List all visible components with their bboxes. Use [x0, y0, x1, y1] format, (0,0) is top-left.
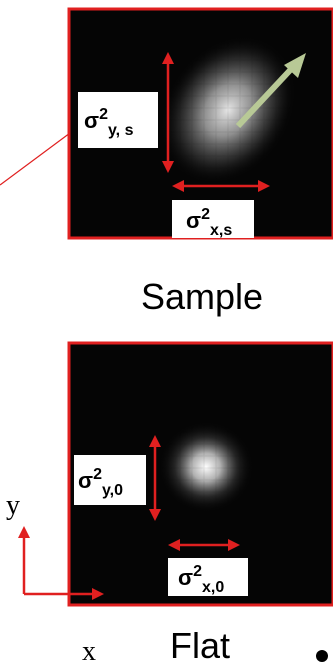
sigma-x-label-box: [172, 200, 254, 238]
connector-line: [0, 132, 71, 186]
bullet-dot: [316, 650, 328, 662]
sample-caption: Sample: [141, 276, 263, 317]
coordinate-axes: y x: [6, 490, 104, 667]
x-axis-label: x: [82, 636, 96, 667]
sigma-y-label-box: [78, 92, 158, 148]
direction-arrow: [235, 53, 306, 129]
sample-panel: σ2y, s σ2x,s Sample: [67, 7, 333, 317]
sigma-y-arrow: [162, 52, 174, 173]
flat-caption: Flat: [170, 625, 230, 666]
flat-frame: [67, 341, 333, 607]
sigma-x0-label-box: [168, 558, 248, 596]
sigma-y0-arrow: [149, 435, 161, 521]
sigma-x-arrow: [172, 180, 270, 192]
flat-panel: σ2y,0 σ2x,0 Flat: [67, 341, 333, 666]
sigma-x0-arrow: [168, 539, 240, 551]
sigma-y0-label-box: [74, 455, 146, 505]
y-axis-label: y: [6, 490, 20, 521]
